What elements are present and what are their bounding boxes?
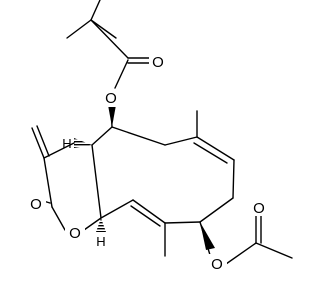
- bond-exocyclic-methylene-2: [36, 125, 50, 157]
- bond-c8-c9: [199, 197, 234, 223]
- wedge-bond-c4-o: [108, 105, 116, 127]
- bond-o-acetate-carbonyl: [225, 242, 257, 265]
- bond-c4-c5: [111, 126, 166, 146]
- isobutyrate-group: [66, 0, 153, 128]
- bond-exocyclic-methylene-1: [31, 127, 45, 159]
- bond-c7-c8: [232, 159, 235, 199]
- bond-c10-c11-double-2: [130, 205, 161, 227]
- acetate-group: [199, 214, 293, 265]
- atom-ring-oxygen: O: [69, 225, 81, 242]
- bond-methyl-b: [90, 19, 117, 39]
- bond-o-ring-c9a: [83, 217, 102, 231]
- atom-lactone-carbonyl-oxygen: O: [30, 196, 42, 213]
- bond-c2-o-ring: [51, 206, 66, 231]
- bond-c9-c10: [164, 221, 201, 224]
- bond-methyl-a: [66, 19, 92, 39]
- bond-c3-c2: [43, 157, 53, 208]
- bond-c11-c9a: [100, 199, 134, 219]
- bond-acetate-methyl: [255, 242, 293, 259]
- atom-ester-oxygen-1: O: [105, 90, 117, 107]
- atom-hydrogen-c3a: H: [62, 136, 71, 151]
- bond-c9a-c3a: [91, 144, 102, 219]
- bond-carbonyl-ester-o: [114, 59, 129, 89]
- atom-labels: O O O O O O H H: [28, 52, 268, 273]
- bond-c5-c6: [164, 136, 198, 146]
- bond-ch-carbonyl: [90, 0, 101, 21]
- chemical-structure-diagram: O O O O O O H H: [28, 0, 293, 273]
- bond-c10-c11-double-1: [132, 199, 166, 224]
- hashed-bond-c3a-h: [74, 138, 92, 148]
- wedge-bond-c9-o: [200, 222, 215, 250]
- bond-c6-c7-double-2: [193, 142, 228, 164]
- hashed-bond-c9a-h: [96, 218, 106, 232]
- bond-c6-c7-double-1: [196, 136, 235, 161]
- cyclodecadiene-ring: [91, 110, 235, 257]
- atom-carbonyl-oxygen-1: O: [152, 54, 164, 71]
- atom-acetate-oxygen: O: [211, 256, 223, 273]
- atom-hydrogen-c9a: H: [96, 234, 105, 249]
- atom-acetate-carbonyl-oxygen: O: [253, 200, 265, 217]
- bond-isopropyl-carbonyl: [90, 19, 129, 59]
- bond-c3a-c4: [91, 126, 113, 146]
